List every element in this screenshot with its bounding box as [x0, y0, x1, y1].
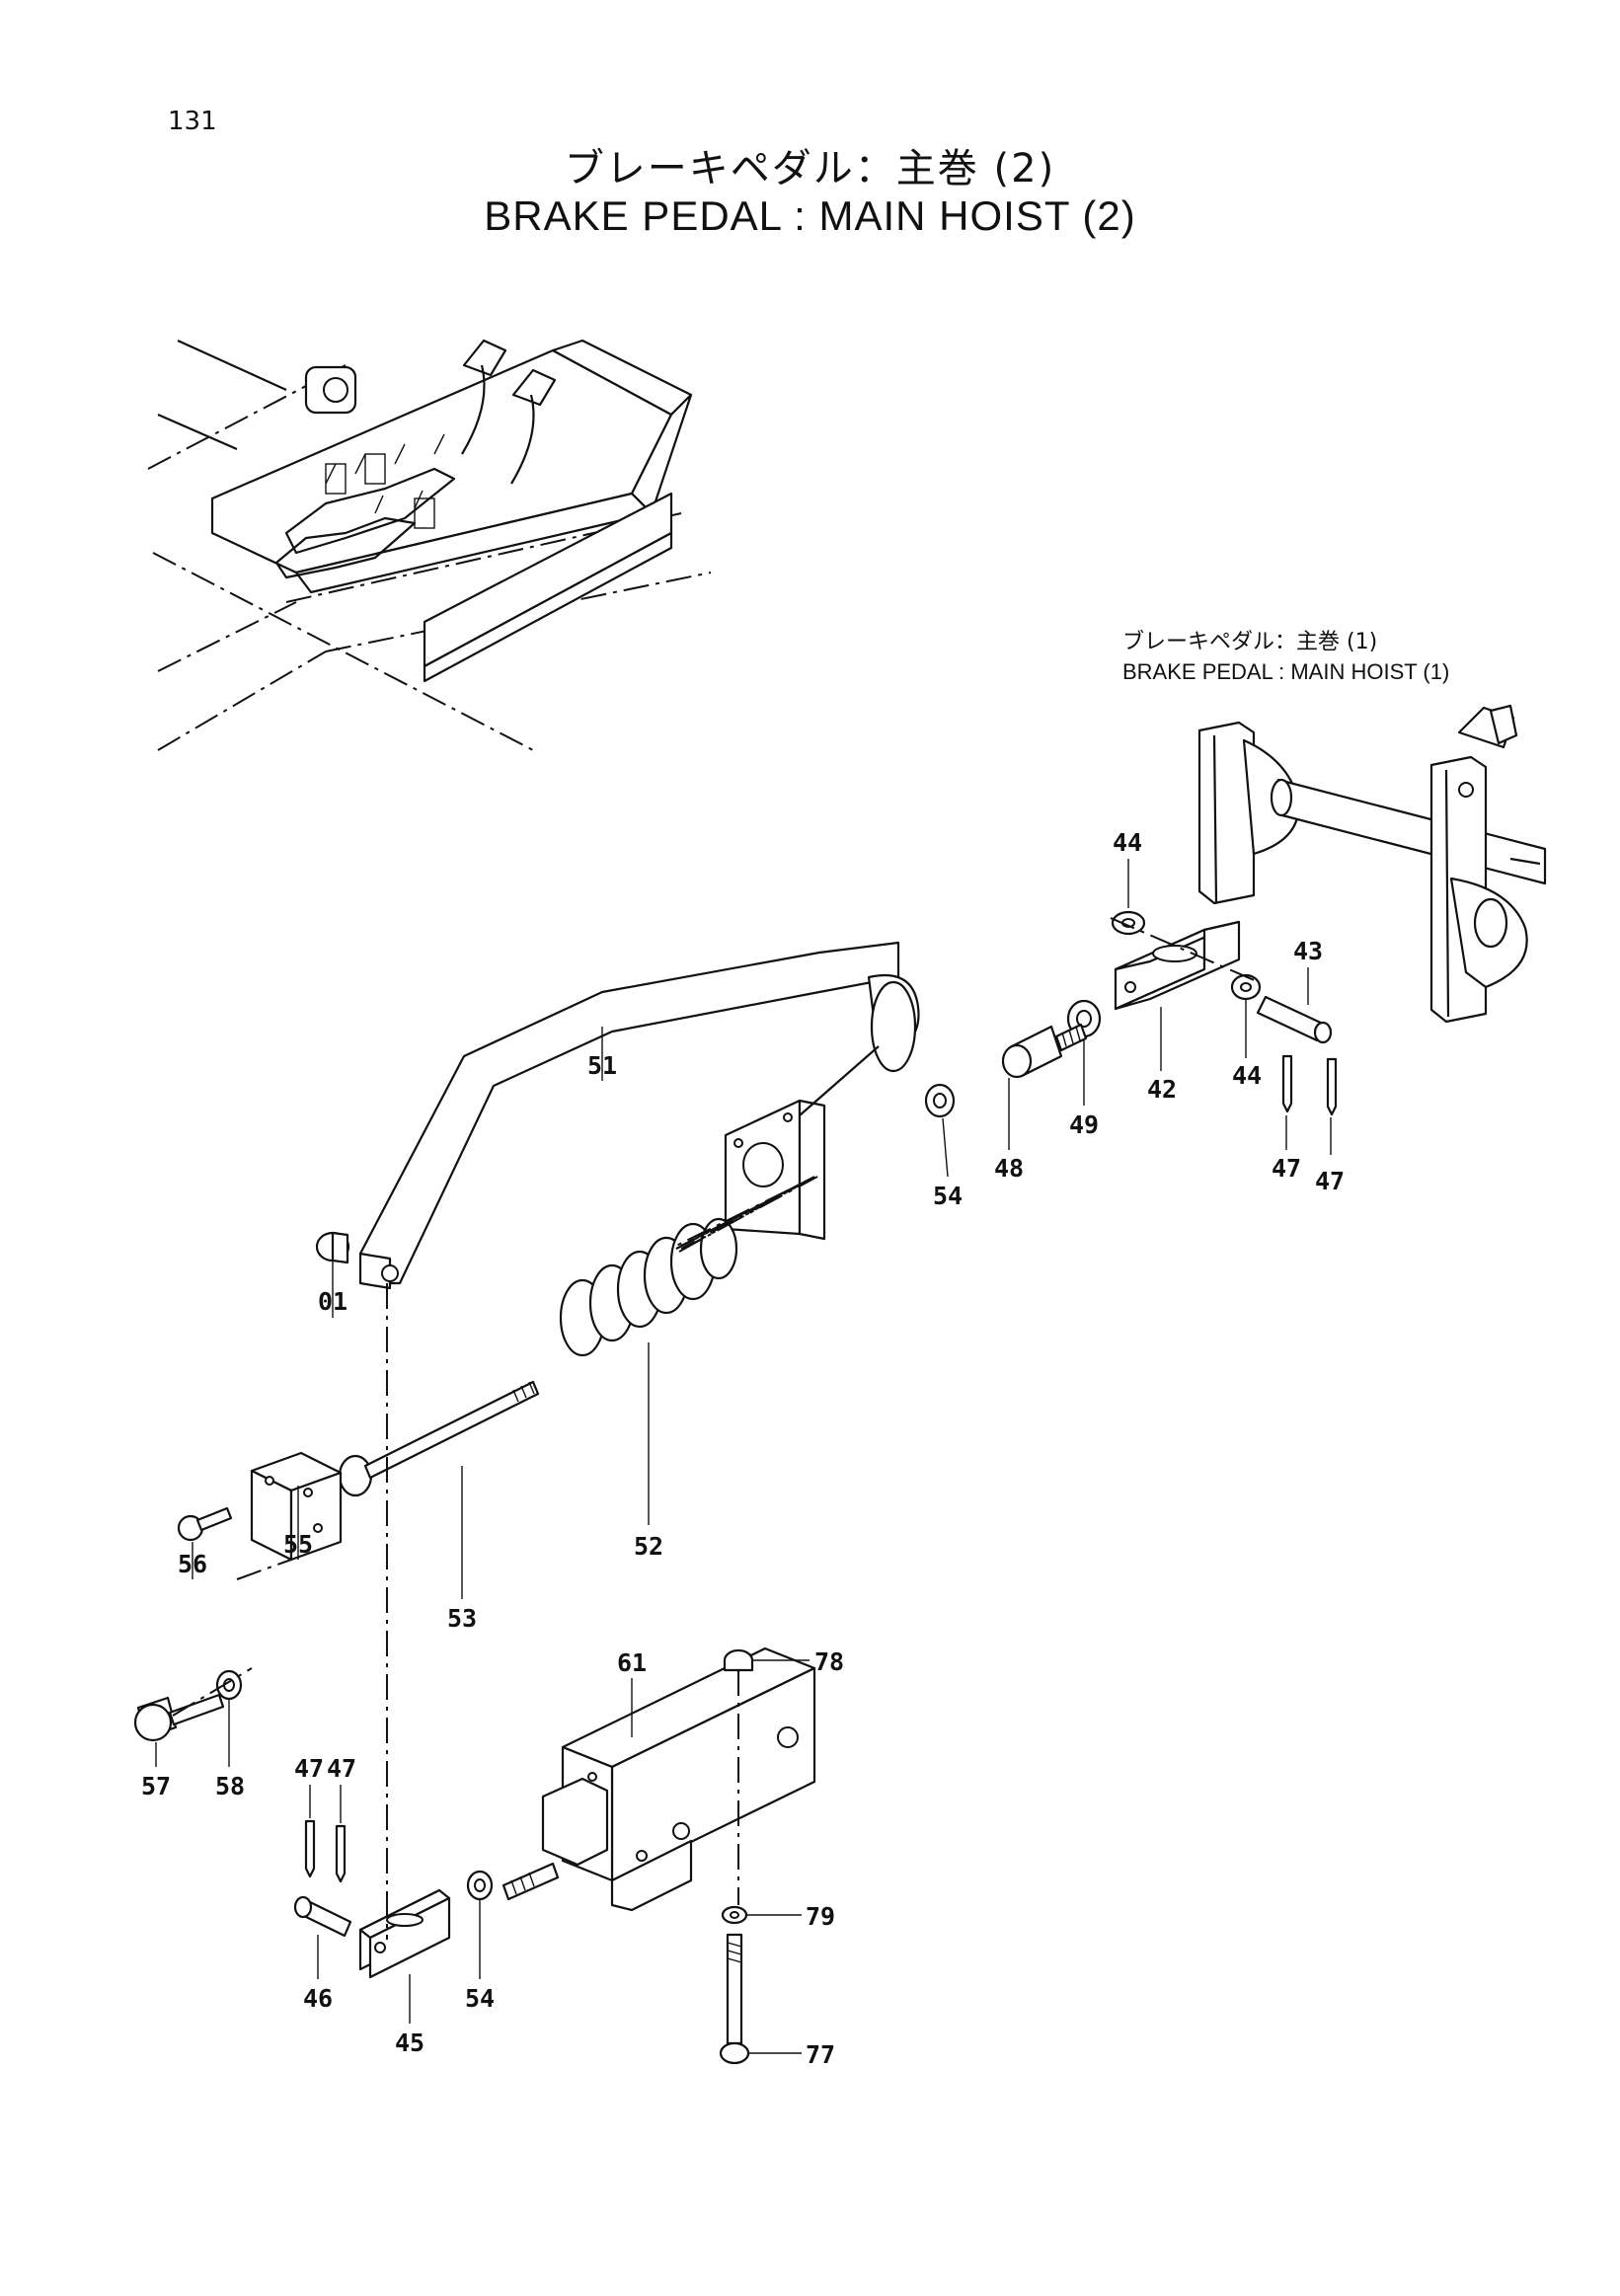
page-title: BRAKE PEDAL : MAIN HOIST (2): [484, 192, 1136, 239]
spring-part-52: [559, 1217, 738, 1357]
part-label-78: 78: [814, 1647, 844, 1676]
valve-part-61: [501, 1646, 816, 1912]
part-label-58: 58: [215, 1772, 245, 1800]
reference-assembly: [1197, 704, 1547, 1024]
washer-part-44a: [1111, 910, 1146, 936]
page-title-japanese: ブレーキペダル：主巻 (2): [564, 146, 1056, 191]
bolt-part-57: [133, 1693, 225, 1742]
part-label-77: 77: [806, 2040, 835, 2069]
cotter-pin-part-47a: [1281, 1054, 1293, 1113]
part-label-61: 61: [617, 1648, 647, 1677]
nut-part-54b: [466, 1870, 494, 1901]
washer-part-58: [215, 1669, 243, 1701]
part-label-51: 51: [587, 1051, 617, 1080]
part-label-43: 43: [1293, 937, 1323, 965]
plate-part-55: [250, 1451, 343, 1562]
washer-part-44b: [1230, 973, 1262, 1001]
part-label-53: 53: [447, 1604, 477, 1633]
part-label-56: 56: [178, 1550, 207, 1578]
part-label-42: 42: [1147, 1075, 1177, 1104]
cotter-pin-part-47b: [1326, 1057, 1338, 1116]
part-label-57: 57: [141, 1772, 171, 1800]
bolt-part-77: [719, 1933, 750, 2065]
assembly-lines: [172, 917, 1260, 1940]
part-label-44a: 44: [1113, 828, 1142, 857]
reference-title: BRAKE PEDAL : MAIN HOIST (1): [1122, 659, 1450, 684]
overview-drawing: [147, 339, 712, 751]
part-label-47a: 47: [1272, 1154, 1301, 1183]
cotter-pin-part-47d: [335, 1824, 347, 1883]
reference-title-japanese: ブレーキペダル：主巻 (1): [1122, 630, 1378, 654]
part-label-47d: 47: [327, 1754, 356, 1783]
nut-part-54a: [924, 1083, 956, 1118]
clevis-part-45: [358, 1888, 451, 1979]
part-label-45: 45: [395, 2028, 424, 2057]
part-label-47c: 47: [294, 1754, 324, 1783]
part-label-46: 46: [303, 1984, 333, 2013]
nut-part-78: [723, 1648, 754, 1672]
pin-part-46: [293, 1895, 352, 1938]
rod-part-53: [338, 1380, 540, 1497]
part-label-55: 55: [283, 1530, 313, 1559]
bolt-part-56: [177, 1506, 233, 1542]
pin-part-43: [1256, 995, 1333, 1044]
part-label-49: 49: [1069, 1110, 1099, 1139]
cotter-pin-part-47c: [304, 1819, 316, 1878]
part-label-48: 48: [994, 1154, 1024, 1183]
pedal-lever-part-51: [358, 941, 920, 1290]
adjuster-part-48: [1001, 1023, 1088, 1079]
leader-lines: [155, 859, 1332, 2054]
part-label-01: 01: [318, 1287, 347, 1316]
part-label-44b: 44: [1232, 1061, 1262, 1090]
washer-part-79: [721, 1905, 748, 1925]
part-label-47b: 47: [1315, 1167, 1345, 1195]
part-label-54b: 54: [465, 1984, 495, 2013]
page-number: 131: [168, 107, 217, 136]
part-labels: 44 43 42 44 47 47 49 48 54 51 01 52 53 5…: [141, 828, 1345, 2069]
part-label-52: 52: [634, 1532, 663, 1561]
part-label-79: 79: [806, 1902, 835, 1931]
part-label-54a: 54: [933, 1182, 963, 1210]
